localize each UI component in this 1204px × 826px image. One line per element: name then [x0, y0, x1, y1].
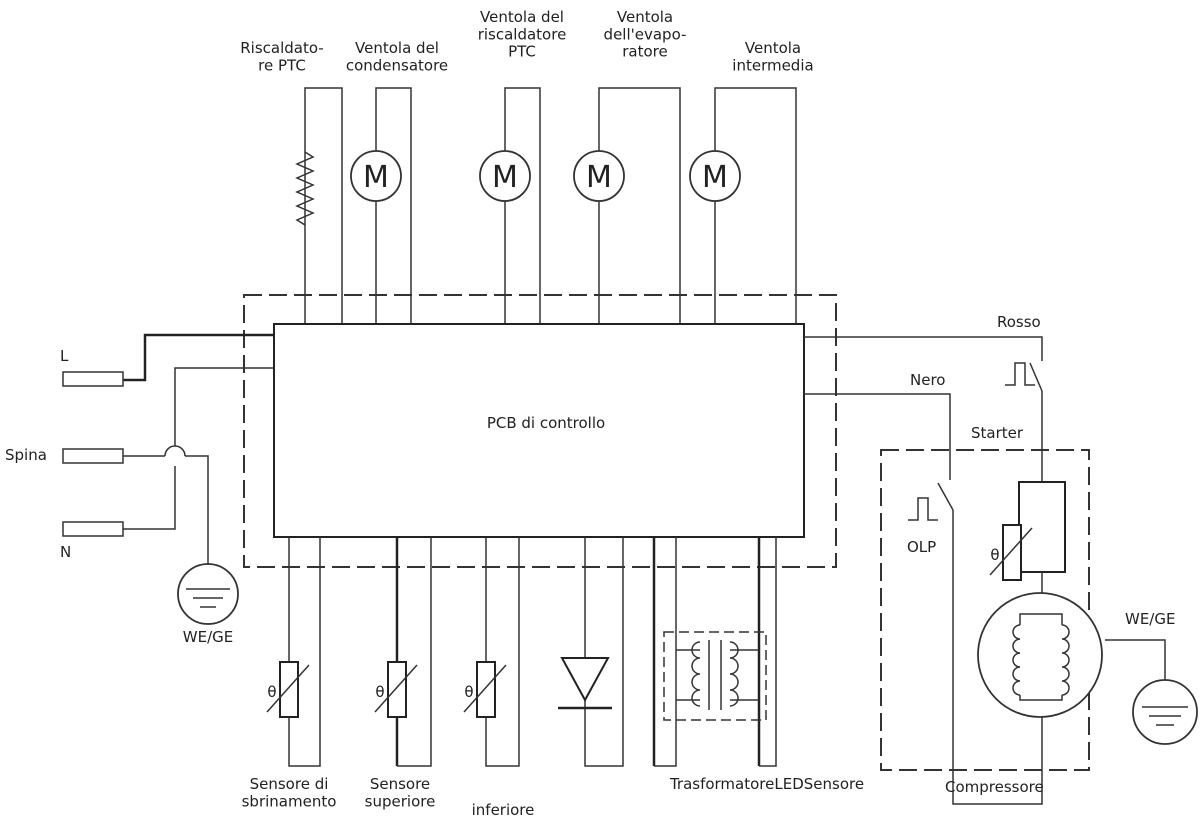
label-ground-right: WE/GE	[1125, 610, 1175, 628]
label-plug: Spina	[5, 446, 47, 464]
starter-thermistor-icon: θ	[989, 524, 1033, 581]
diode-icon	[558, 657, 612, 710]
compressor-enclosure	[880, 449, 1090, 771]
label-ground-left: WE/GE	[183, 628, 233, 646]
label-red-wire: Rosso	[997, 313, 1041, 331]
label-olp: OLP	[907, 538, 936, 556]
plug-pin-l-icon	[62, 371, 124, 387]
label-lower-sensor: inferiore	[472, 801, 535, 819]
compressor-wiring	[804, 336, 1166, 805]
label-compressor: Compressore	[945, 778, 1044, 796]
motor-intermediate-fan-icon: M	[689, 150, 741, 202]
controller-enclosure	[243, 294, 837, 568]
motor-evaporator-fan-icon: M	[573, 150, 625, 202]
plug-pin-middle-icon	[62, 448, 124, 464]
bottom-wiring	[288, 537, 777, 767]
transformer-icon	[663, 631, 767, 721]
pcb-box	[273, 323, 805, 538]
olp-switch-icon	[908, 482, 954, 521]
svg-text:M: M	[492, 160, 518, 195]
ground-right-icon	[1132, 679, 1198, 745]
upper-thermistor-icon: θ	[374, 661, 418, 718]
svg-text:θ: θ	[375, 683, 384, 701]
top-loads-wiring	[295, 87, 797, 325]
motor-condenser-fan-icon: M	[350, 150, 402, 202]
svg-text:θ: θ	[267, 683, 276, 701]
resistor-icon	[295, 151, 315, 226]
label-neutral: N	[60, 543, 71, 561]
motor-ptc-heater-fan-icon: M	[479, 150, 531, 202]
compressor-motor-icon	[977, 592, 1103, 718]
label-black-wire: Nero	[910, 371, 945, 389]
label-starter: Starter	[971, 424, 1024, 442]
label-transformer-led-sensor: TrasformatoreLEDSensore	[669, 775, 864, 793]
svg-text:θ: θ	[464, 683, 473, 701]
svg-text:M: M	[586, 160, 612, 195]
plug-pin-n-icon	[62, 521, 124, 537]
svg-text:M: M	[363, 160, 389, 195]
label-line: L	[60, 347, 69, 365]
defrost-thermistor-icon: θ	[266, 661, 310, 718]
ground-left-icon	[177, 563, 239, 625]
svg-text:M: M	[702, 160, 728, 195]
mains-wiring	[123, 333, 274, 584]
lower-thermistor-icon: θ	[463, 661, 507, 718]
label-ptc-heater: Riscaldato-re PTC	[240, 39, 323, 74]
label-pcb: PCB di controllo	[487, 414, 605, 432]
starter-switch-icon	[1005, 362, 1043, 392]
svg-text:θ: θ	[990, 546, 999, 564]
